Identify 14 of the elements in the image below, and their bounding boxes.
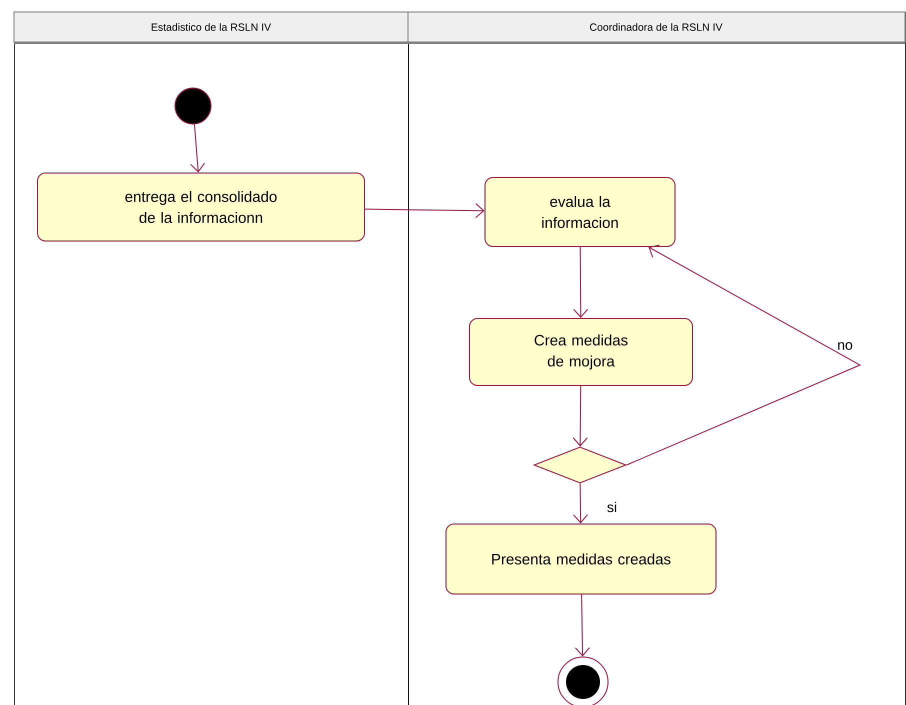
activity-box: Presenta medidas creadas bbox=[446, 524, 716, 594]
final-node bbox=[558, 656, 608, 705]
arrow bbox=[626, 244, 862, 466]
arrow bbox=[573, 482, 588, 524]
arrow bbox=[573, 246, 588, 318]
arrow bbox=[364, 203, 484, 218]
initial-node bbox=[174, 88, 212, 124]
activity-box: Crea medidas de mojora bbox=[469, 318, 693, 386]
activity-box: entrega el consolidado de la informacionn bbox=[37, 172, 365, 242]
arrow bbox=[572, 386, 588, 447]
activity-box: evalua la informacion bbox=[484, 177, 676, 247]
edge-label: no bbox=[836, 341, 854, 351]
arrow bbox=[574, 594, 590, 657]
arrow bbox=[190, 124, 206, 172]
